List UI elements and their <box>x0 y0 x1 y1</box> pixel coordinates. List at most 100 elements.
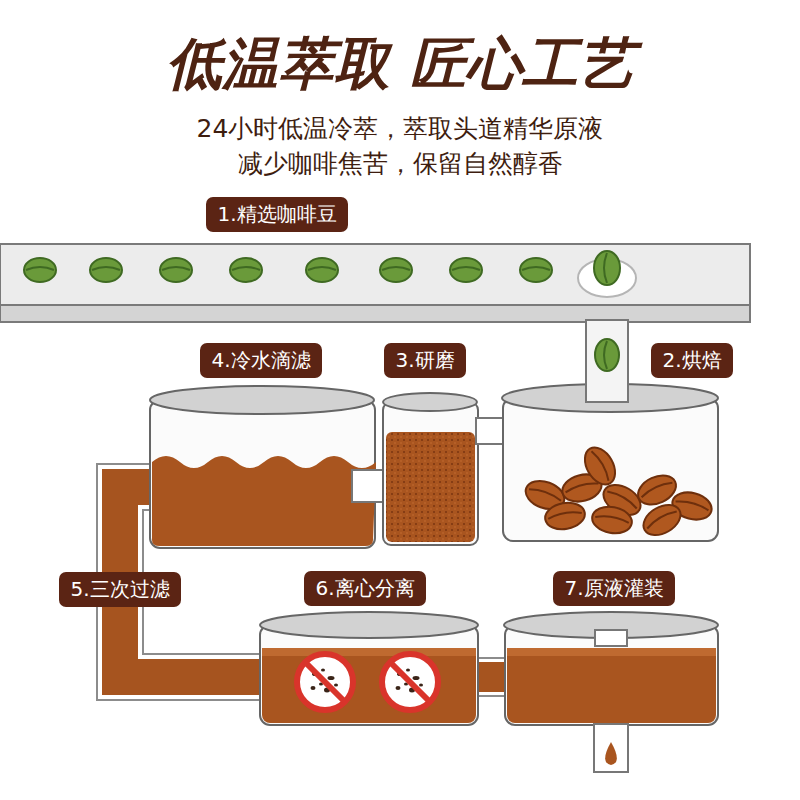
green-coffee-beans <box>306 258 338 282</box>
green-coffee-beans <box>306 258 338 282</box>
no-impurity-sign <box>413 676 420 680</box>
green-coffee-beans <box>160 258 192 282</box>
feed-tube <box>604 341 607 369</box>
subtitle: 减少咖啡焦苦，保留自然醇香 <box>238 147 563 180</box>
no-impurity-sign <box>328 676 335 680</box>
roasted-beans <box>640 480 672 497</box>
grinder <box>383 393 477 411</box>
feed-tube <box>595 339 619 371</box>
green-coffee-beans <box>308 267 336 270</box>
roasted-beans <box>543 500 587 533</box>
filling-tank <box>505 625 718 725</box>
roasted-beans <box>638 499 686 542</box>
step-label: 3.研磨 <box>384 343 465 378</box>
step-label: 2.烘焙 <box>651 343 732 378</box>
conveyor <box>0 244 750 305</box>
grinder <box>386 432 475 542</box>
step-label: 5.三次过滤 <box>59 572 180 607</box>
roasted-beans <box>529 486 562 500</box>
roasted-beans <box>579 442 622 490</box>
no-impurity-sign <box>297 654 353 710</box>
green-coffee-beans <box>380 258 412 282</box>
centrifuge-tank <box>262 648 476 656</box>
green-coffee-beans <box>92 267 120 270</box>
step-text: 6.离心分离 <box>315 576 414 600</box>
no-impurity-sign <box>297 654 438 710</box>
green-coffee-beans <box>450 258 482 282</box>
roasted-beans <box>590 504 634 537</box>
green-coffee-beans <box>24 258 56 282</box>
step-text: 3.研磨 <box>395 348 454 372</box>
step-label: 4.冷水滴滤 <box>200 343 321 378</box>
step-text: 7.原液灌装 <box>564 576 663 600</box>
green-coffee-beans <box>90 258 122 282</box>
green-coffee-beans <box>24 258 56 282</box>
green-coffee-beans <box>520 258 552 282</box>
drip-tank <box>150 386 374 414</box>
step-text: 5.三次过滤 <box>70 577 169 601</box>
roasted-beans <box>646 509 677 529</box>
no-impurity-sign <box>382 654 438 710</box>
green-coffee-beans <box>452 267 480 270</box>
no-impurity-sign <box>382 654 438 710</box>
subtitle: 24小时低温冷萃，萃取头道精华原液 <box>197 112 604 145</box>
green-coffee-beans <box>594 251 620 285</box>
filling-tank <box>507 648 716 723</box>
step-text: 1.精选咖啡豆 <box>217 202 336 226</box>
drip-tank <box>150 386 384 548</box>
conveyor <box>0 244 750 322</box>
conveyor <box>0 305 750 322</box>
no-impurity-sign <box>406 669 410 672</box>
roasted-beans <box>676 499 710 511</box>
green-coffee-beans <box>522 267 550 270</box>
green-coffee-beans <box>232 267 260 270</box>
no-impurity-sign <box>419 684 423 687</box>
no-impurity-sign <box>306 663 344 701</box>
roasted-beans <box>579 442 622 490</box>
centrifuge-tank <box>262 648 476 723</box>
green-coffee-beans <box>24 251 620 285</box>
centrifuge-tank <box>260 625 478 725</box>
filling-tank <box>594 724 628 772</box>
filling-tank <box>595 630 627 646</box>
step-label: 6.离心分离 <box>304 571 425 606</box>
step-text: 2.烘焙 <box>662 348 721 372</box>
green-coffee-beans <box>450 258 482 282</box>
green-coffee-beans <box>26 267 54 270</box>
feed-tube <box>586 320 628 402</box>
green-coffee-beans <box>230 258 262 282</box>
drip-tank <box>150 400 375 548</box>
roasted-beans <box>522 442 715 541</box>
roasted-beans <box>543 500 587 533</box>
centrifuge-tank <box>260 612 478 725</box>
roaster <box>503 398 718 541</box>
drip-tank <box>352 470 384 502</box>
green-coffee-beans <box>520 258 552 282</box>
no-impurity-sign <box>396 686 401 690</box>
grinder <box>476 418 506 444</box>
roasted-beans <box>565 481 599 493</box>
roaster <box>502 384 718 541</box>
step-label: 7.原液灌装 <box>553 571 674 606</box>
no-impurity-sign <box>321 669 325 672</box>
roasted-beans <box>590 504 634 537</box>
no-impurity-sign <box>297 654 353 710</box>
step-text: 4.冷水滴滤 <box>211 348 310 372</box>
roasted-beans <box>548 510 582 519</box>
green-coffee-beans <box>162 267 190 270</box>
roasted-beans <box>607 489 638 509</box>
grinder <box>383 402 478 545</box>
filling-tank <box>504 612 718 772</box>
no-impurity-sign <box>391 663 429 701</box>
centrifuge-tank <box>260 612 478 638</box>
green-coffee-beans <box>230 258 262 282</box>
drip-tank <box>152 456 376 546</box>
feed-tube <box>586 320 628 402</box>
no-impurity-sign <box>334 684 338 687</box>
green-coffee-beans <box>382 267 410 270</box>
grinder <box>383 393 506 545</box>
green-coffee-beans <box>380 258 412 282</box>
roasted-beans <box>592 450 612 481</box>
title: 低温萃取 匠心工艺 <box>166 27 634 103</box>
roasted-beans <box>595 514 629 523</box>
